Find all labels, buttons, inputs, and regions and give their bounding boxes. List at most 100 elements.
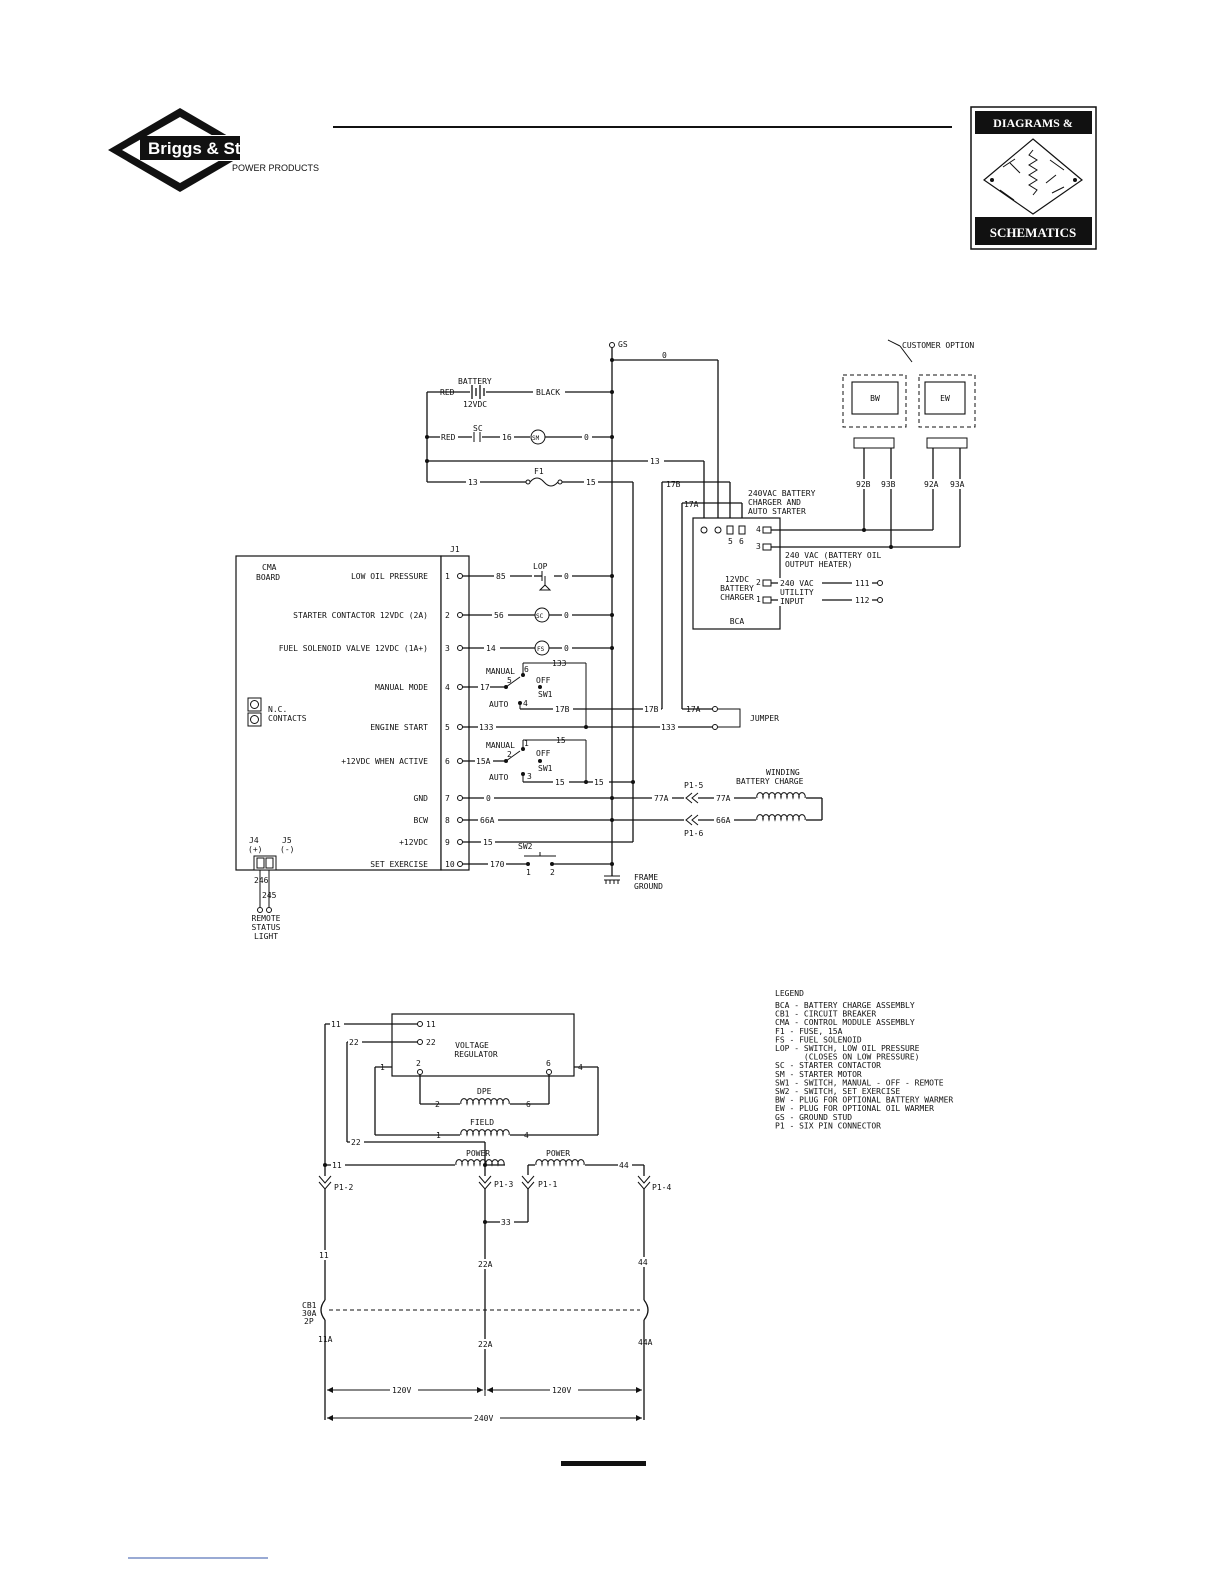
label-light: LIGHT: [254, 932, 278, 941]
wire-label-0-sm: 0: [584, 433, 589, 442]
wire-label-56: 56: [494, 611, 504, 620]
label-sw1-2: SW1: [538, 764, 553, 773]
wire-label-44a: 44A: [638, 1338, 653, 1347]
cma-function-label: BCW: [414, 816, 429, 825]
wire-label-16: 16: [502, 433, 512, 442]
wire-label-246: 246: [254, 876, 269, 885]
cma-pin-number: 9: [445, 838, 450, 847]
cma-pin-number: 3: [445, 644, 450, 653]
field-term-4: 4: [524, 1131, 529, 1140]
wire-label-15-sw-top: 15: [556, 736, 566, 745]
wire-label-11-top: 11: [331, 1020, 341, 1029]
legend-item: EW - PLUG FOR OPTIONAL OIL WARMER: [775, 1104, 934, 1113]
cma-function-label: GND: [414, 794, 429, 803]
wire-label-11-bus: 11: [319, 1251, 329, 1260]
label-battery-charge: BATTERY CHARGE: [736, 777, 804, 786]
bca-term-1: 1: [756, 595, 761, 604]
coil-loops: [535, 1159, 585, 1167]
cma-function-label: +12VDC WHEN ACTIVE: [341, 757, 428, 766]
wire-label-85: 85: [496, 572, 506, 581]
label-red-mid: RED: [441, 433, 456, 442]
legend-title: LEGEND: [775, 989, 804, 998]
legend-item: LOP - SWITCH, LOW OIL PRESSURE: [775, 1044, 920, 1053]
wire-label-22-top: 22: [349, 1038, 359, 1047]
cma-pin-terminal: [457, 645, 463, 651]
legend-item: F1 - FUSE, 15A: [775, 1027, 843, 1036]
customer-option: CUSTOMER OPTION BW EW 92B 93B 92A 93A: [842, 339, 976, 547]
wire-label-17a-jumper: 17A: [686, 705, 701, 714]
label-power-left: POWER: [466, 1149, 490, 1158]
wire-label-0-gnd: 0: [486, 794, 491, 803]
label-off-1: OFF: [536, 676, 551, 685]
label-manual-1: MANUAL: [486, 667, 515, 676]
bca-inner-3: CHARGER: [720, 593, 754, 602]
cma-pin-terminal: [457, 612, 463, 618]
label-black: BLACK: [536, 388, 560, 397]
vr-term-11: 11: [426, 1020, 436, 1029]
dpe-term-6: 6: [526, 1100, 531, 1109]
label-jumper: JUMPER: [750, 714, 779, 723]
sw2: 170 SW2 1 2: [462, 842, 614, 877]
winding-coil-top: [756, 792, 806, 800]
wire-label-15-fuse: 15: [586, 478, 596, 487]
label-p1-6: P1-6: [684, 829, 703, 838]
wire-label-77a-right: 77A: [716, 794, 731, 803]
wire-label-17b-end: 17B: [644, 705, 659, 714]
dpe-coil: [460, 1098, 510, 1106]
label-field: FIELD: [470, 1118, 494, 1127]
badge-bottom-text: SCHEMATICS: [990, 225, 1076, 240]
cma-pin-number: 7: [445, 794, 450, 803]
label-battery: BATTERY: [458, 377, 492, 386]
cma-pin-number: 1: [445, 572, 450, 581]
bca-title-3: AUTO STARTER: [748, 507, 806, 516]
wire-label-0-lop: 0: [564, 572, 569, 581]
wire-label-17a-top: 17A: [684, 500, 699, 509]
wire-label-92b: 92B: [856, 480, 871, 489]
wire-label-77a-left: 77A: [654, 794, 669, 803]
cma-pin-terminal: [457, 724, 463, 730]
cma-function-label: +12VDC: [399, 838, 428, 847]
label-auto-1: AUTO: [489, 700, 508, 709]
sw1b-pin-1: 1: [524, 739, 529, 748]
wire-label-245: 245: [262, 891, 277, 900]
sw1-pin-4: 4: [523, 699, 528, 708]
vr-term-6: 6: [546, 1059, 551, 1068]
power-coil-right: [535, 1159, 585, 1167]
wire-label-133-start: 133: [479, 723, 494, 732]
bca-label: BCA: [730, 617, 745, 626]
label-30a: 30A: [302, 1309, 317, 1318]
cma-function-label: LOW OIL PRESSURE: [351, 572, 428, 581]
label-remote: REMOTE: [252, 914, 281, 923]
label-p1-3: P1-3: [494, 1180, 513, 1189]
legend-item: (CLOSES ON LOW PRESSURE): [775, 1053, 920, 1062]
cma-pin-terminal: [457, 839, 463, 845]
legend-item: FS - FUEL SOLENOID: [775, 1035, 862, 1044]
bca-pin-5: 5: [728, 537, 733, 546]
label-auto-2: AUTO: [489, 773, 508, 782]
cma-pin-number: 10: [445, 860, 455, 869]
voltage-dimensions: 120V 120V 240V: [327, 1385, 642, 1423]
wire-label-22-bot: 22: [351, 1138, 361, 1147]
label-battery-v: 12VDC: [463, 400, 487, 409]
bca-box: 240VAC BATTERY CHARGER AND AUTO STARTER …: [692, 489, 816, 630]
bca-term-4: 4: [756, 525, 761, 534]
sw1b-pin-3: 3: [527, 772, 532, 781]
wire-label-44-bus: 44: [638, 1258, 648, 1267]
coil-loops: [756, 792, 806, 800]
label-cma: CMA: [262, 563, 277, 572]
bca-title-1: 240VAC BATTERY: [748, 489, 816, 498]
label-red-top: RED: [440, 388, 455, 397]
wire-label-15-sw-end: 15: [594, 778, 604, 787]
label-board: BOARD: [256, 573, 280, 582]
label-power-right: POWER: [546, 1149, 570, 1158]
cma-function-label: ENGINE START: [370, 723, 428, 732]
label-120v-right: 120V: [552, 1386, 571, 1395]
cma-function-label: STARTER CONTACTOR 12VDC (2A): [293, 611, 428, 620]
sw1-pin-5: 5: [507, 676, 512, 685]
symbol-sc: SC: [536, 613, 544, 620]
badge-top-text: DIAGRAMS &: [993, 116, 1073, 130]
cma-function-label: MANUAL MODE: [375, 683, 428, 692]
sw1-lower: 15A MANUAL 2 1 OFF SW1 AUTO 3 15 15 15: [462, 736, 635, 787]
cma-board: J1 CMA BOARD N.C. CONTACTS J4 (+) J5 (-)…: [235, 545, 470, 941]
